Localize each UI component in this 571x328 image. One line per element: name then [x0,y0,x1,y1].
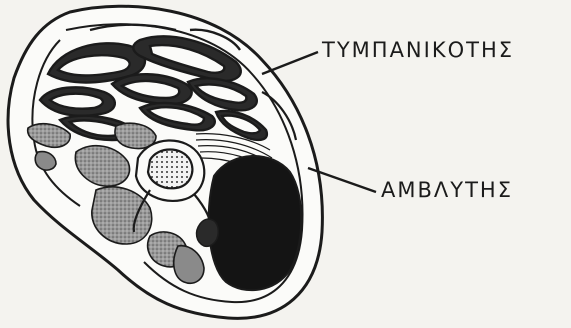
kidney-shadow [197,219,219,246]
dependent-fluid [209,156,302,290]
label-dull: ΑΜΒΛΥΤΗΣ [381,178,513,202]
leader-line-tympanic [262,52,318,74]
label-tympanic: ΤΥΜΠΑΝΙΚΟΤΗΣ [322,38,514,62]
